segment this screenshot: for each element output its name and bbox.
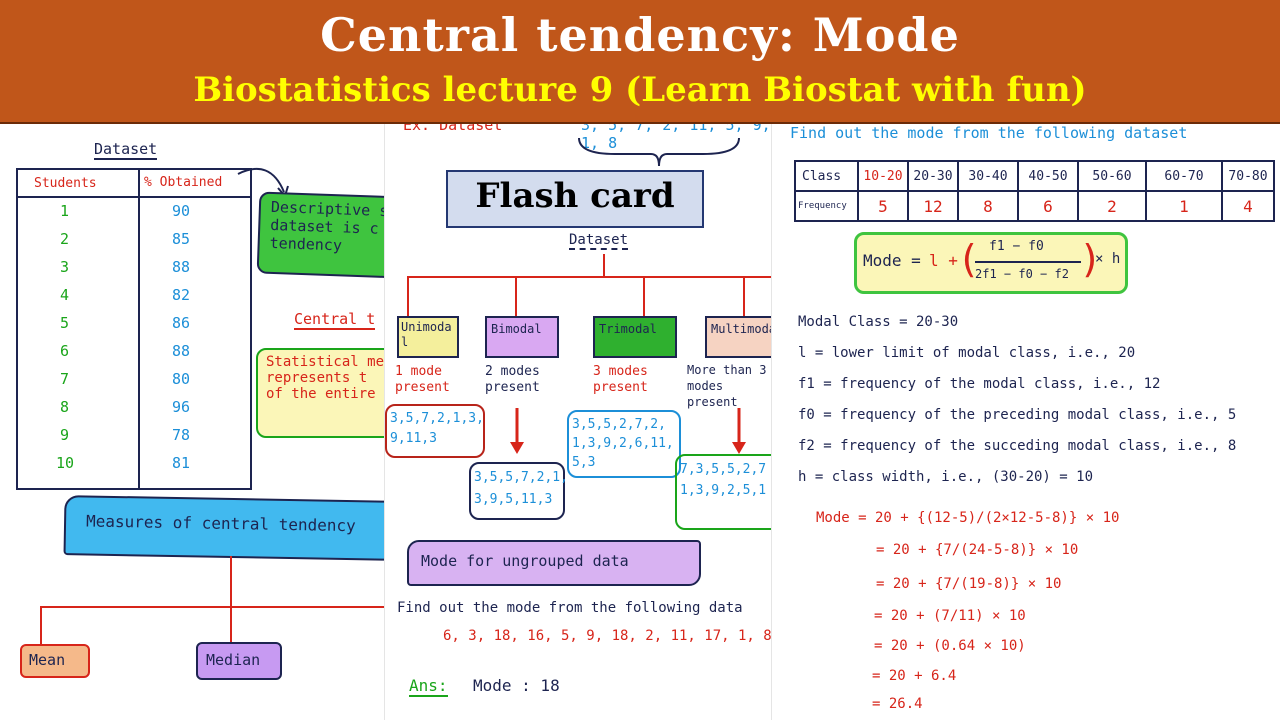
leg-1 [407,276,409,318]
unimodal-box: Unimodal [397,316,459,358]
fraction-bar [975,261,1081,263]
leg-4 [743,276,745,318]
top-partial-label: Ex. Dataset [403,124,503,134]
ans-label: Ans: [409,676,448,697]
statistical-box: Statistical me represents t of the entir… [256,348,385,438]
definitions: Modal Class = 20-30 l = lower limit of m… [798,314,1278,500]
panel-divider [771,124,772,720]
multimodal-numbers: 7,3,5,5,2,7 1,3,9,2,5,1 3 [675,454,772,530]
frequency-table: Class 10-20 20-30 30-40 40-50 50-60 60-7… [794,160,1275,222]
left-paren: ( [957,237,980,281]
right-paren: ) [1079,237,1102,281]
title-banner [0,0,1280,124]
middle-panel: Ex. Dataset 3, 5, 7, 2, 11, 5, 9, 1, 8 F… [385,124,772,720]
descriptive-box: Descriptive s dataset is c tendency [256,191,385,279]
dataset-caption: Dataset [94,140,158,160]
measures-banner: Measures of central tendency [63,495,385,561]
col-obtained-header: % Obtained [144,175,223,190]
step-4: = 20 + (7/11) × 10 [874,608,1026,624]
bimodal-numbers: 3,5,5,7,2,1, 3,9,5,11,3 [469,462,568,520]
step-7: = 26.4 [872,696,923,712]
step-3: = 20 + {7/(19-8)} × 10 [876,576,1062,592]
tree-mid-leg [230,606,232,646]
step-1: Mode = 20 + {(12-5)/(2×12-5-8)} × 10 [816,510,1120,526]
col-students-header: Students [34,176,97,191]
table-divider-v [138,170,140,488]
ungrouped-question: Find out the mode from the following dat… [397,600,743,616]
def-line: f0 = frequency of the preceding modal cl… [798,407,1237,423]
panel-divider [384,124,385,720]
page-title: Central tendency: Mode [320,8,960,62]
trimodal-numbers: 3,5,5,2,7,2, 1,3,9,2,6,11, 5,3 [567,410,681,478]
arrow-down-icon [732,408,746,454]
def-line: h = class width, i.e., (30-20) = 10 [798,469,1094,485]
multimodal-desc: More than 3 modes present [687,363,767,409]
tree-left-leg [40,606,42,646]
leg-2 [515,276,517,318]
tree-bar [40,606,385,608]
unimodal-desc: 1 mode present [395,364,450,395]
def-line: f1 = frequency of the modal class, i.e.,… [798,376,1161,392]
def-line: Modal Class = 20-30 [798,314,959,330]
formula-box: Mode = l + ( f1 − f0 2f1 − f0 − f2 ) × h [854,232,1128,294]
top-partial-numbers: 3, 5, 7, 2, 11, 5, 9, 1, 8 [581,124,771,152]
leg-3 [643,276,645,318]
trimodal-desc: 3 modes present [593,364,648,395]
multimodal-box: Multimodal [705,316,772,358]
brace-icon [578,137,740,167]
page-subtitle: Biostatistics lecture 9 (Learn Biostat w… [193,70,1087,110]
central-label: Central t [294,310,376,330]
ungrouped-banner: Mode for ungrouped data [407,540,701,586]
step-6: = 20 + 6.4 [872,668,957,684]
dataset-label: Dataset [569,232,629,250]
median-box: Median [196,642,282,680]
tree-stem [230,556,232,608]
right-question: Find out the mode from the following dat… [790,124,1188,142]
def-line: l = lower limit of modal class, i.e., 20 [798,345,1136,361]
flash-card-badge: Flash card [446,170,704,228]
right-panel: Find out the mode from the following dat… [772,124,1280,720]
bimodal-desc: 2 modes present [485,364,540,395]
arrow-down-icon [510,408,524,454]
trimodal-box: Trimodal [593,316,677,358]
def-line: f2 = frequency of the succeding modal cl… [798,438,1237,454]
step-5: = 20 + (0.64 × 10) [874,638,1026,654]
bimodal-box: Bimodal [485,316,559,358]
mean-box: Mean [20,644,90,678]
class-row: Class 10-20 20-30 30-40 40-50 50-60 60-7… [794,160,1275,192]
tree-bar [407,276,772,278]
tree-stem [603,254,605,276]
unimodal-numbers: 3,5,7,2,1,3, 9,11,3 [385,404,485,458]
ungrouped-numbers: 6, 3, 18, 16, 5, 9, 18, 2, 11, 17, 1, 8 [443,628,772,644]
ans-value: Mode : 18 [473,676,560,695]
table-divider-h [18,196,250,198]
step-2: = 20 + {7/(24-5-8)} × 10 [876,542,1079,558]
freq-row: Frequency 5 12 8 6 2 1 4 [794,190,1275,222]
